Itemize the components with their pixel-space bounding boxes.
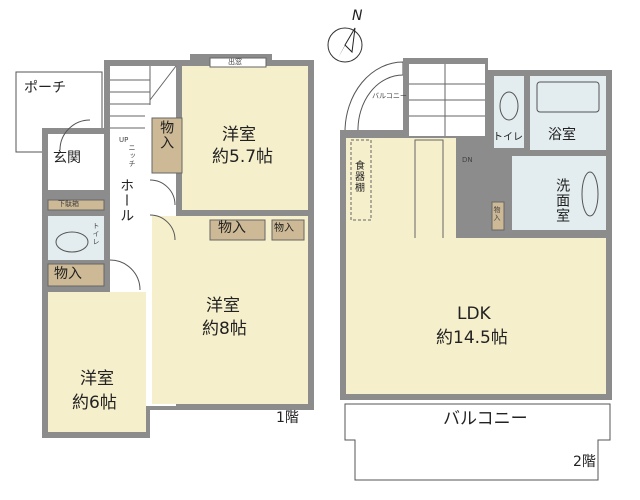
bedroom-b <box>152 216 308 404</box>
kitchen-counter <box>414 139 444 253</box>
entrance <box>48 134 104 190</box>
bay-window <box>209 57 267 68</box>
room-b-name: 洋室 <box>206 296 240 316</box>
door-swings <box>59 119 176 291</box>
room-c-name: 洋室 <box>80 369 114 389</box>
storage-a <box>151 117 183 174</box>
room-c-size: 約6帖 <box>72 393 117 413</box>
washroom <box>512 156 606 230</box>
room-a-name: 洋室 <box>222 125 256 145</box>
toilet-bowl <box>55 231 89 253</box>
toilet-1f-label: トイレ <box>92 222 101 246</box>
floor1-label: 1階 <box>276 410 299 426</box>
storage-b2-label: 物入 <box>274 223 294 234</box>
toilet-2f-bowl <box>499 91 519 121</box>
ldk-size: 約14.5帖 <box>436 328 508 348</box>
floor1-drawing <box>15 54 314 438</box>
porch-label: ポーチ <box>24 80 66 96</box>
entrance-label: 玄関 <box>53 150 81 166</box>
floor2-label: 2階 <box>573 454 596 470</box>
storage-c-label: 物入 <box>54 266 82 282</box>
balcony-label: バルコニー <box>443 409 528 429</box>
balcony-lower <box>344 403 611 481</box>
bedroom-c <box>48 292 146 432</box>
room-b-size: 約8帖 <box>202 319 247 339</box>
cupboard <box>350 139 372 221</box>
ldk <box>346 238 606 394</box>
toilet-2f <box>494 76 524 148</box>
bath-label: 浴室 <box>548 127 576 143</box>
bay-window-label: 出窓 <box>228 58 242 66</box>
ldk-name: LDK <box>457 304 491 324</box>
niche-label: ニッチ <box>128 144 137 168</box>
storage-2f <box>491 201 505 231</box>
shoe-cabinet-label: 下駄箱 <box>58 200 79 208</box>
toilet-2f-label: トイレ <box>493 132 523 143</box>
north-label: N <box>352 8 363 24</box>
hall-label: ホール <box>118 178 135 223</box>
stairs-2f-lines <box>409 64 485 136</box>
storage-2f-label: 物入 <box>493 206 502 222</box>
storage-b1-label: 物入 <box>218 220 246 236</box>
storage-c <box>47 263 105 287</box>
cupboard-label: 食器棚 <box>352 160 364 193</box>
bedroom-a <box>182 66 308 210</box>
storage-b1 <box>209 219 266 241</box>
stairs-up-label: UP <box>119 136 129 144</box>
floor2-drawing <box>340 58 612 481</box>
shoe-cabinet <box>47 199 105 211</box>
storage-b2 <box>271 219 305 241</box>
storage-a-label: 物入 <box>158 120 175 150</box>
north-arrow-icon <box>327 27 363 63</box>
balcony-small-label: バルコニー <box>372 92 407 100</box>
bathtub <box>536 81 600 113</box>
wash-basin <box>581 171 599 217</box>
stairs <box>110 65 177 129</box>
stairs-down-label: DN <box>462 156 473 164</box>
room-a-size: 約5.7帖 <box>212 147 274 167</box>
washroom-label: 洗面室 <box>554 178 571 223</box>
